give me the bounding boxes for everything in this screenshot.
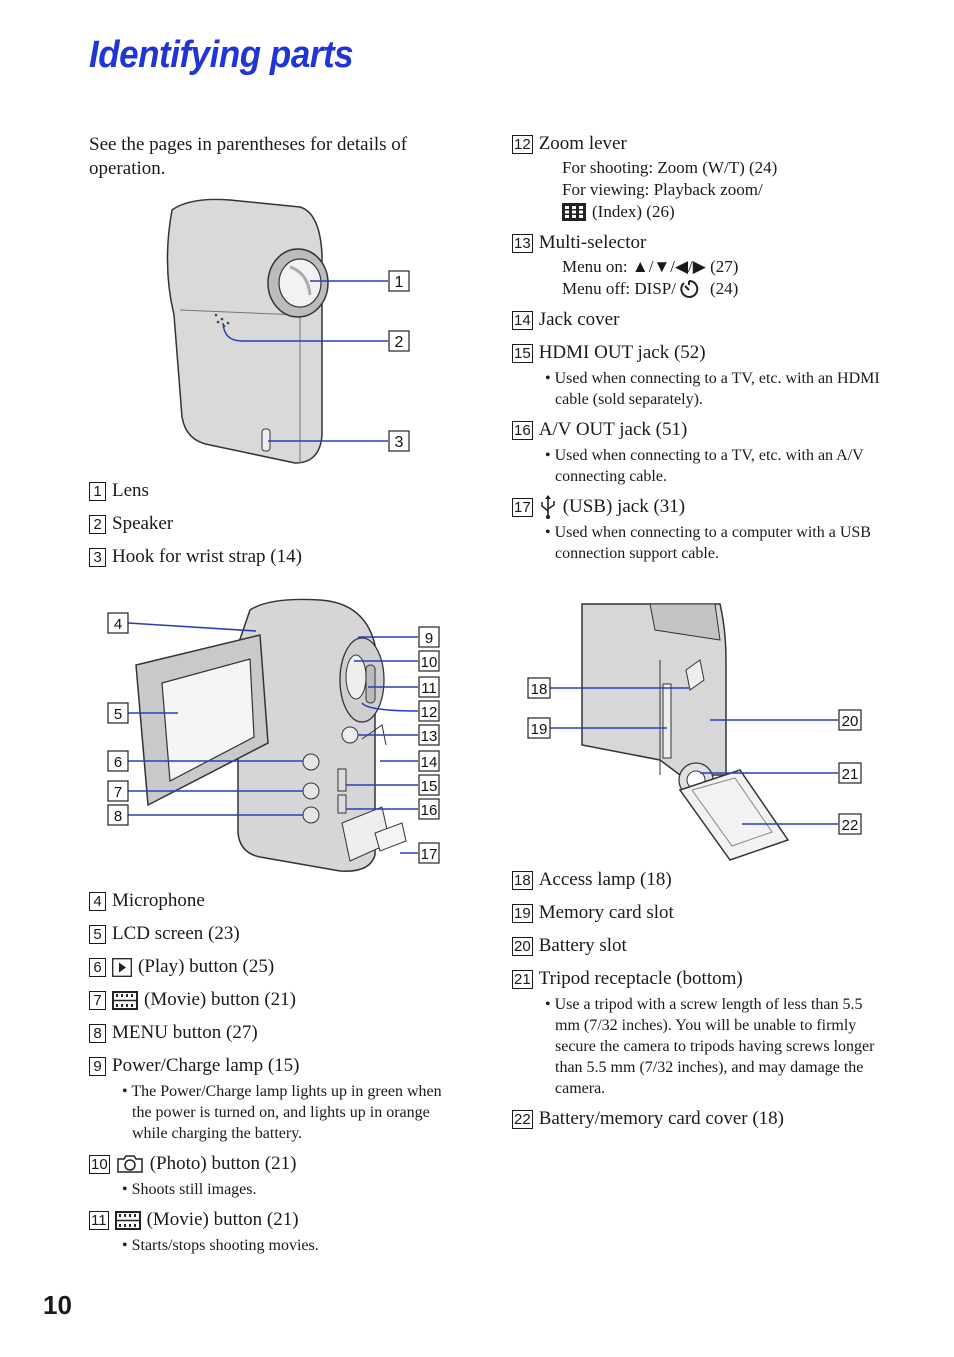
- callout-4: 4: [114, 616, 122, 633]
- callout-8: 8: [114, 808, 122, 825]
- callout-14: 14: [421, 754, 438, 771]
- av-note: • Used when connecting to a TV, etc. wit…: [545, 447, 864, 485]
- hdmi-note: • Used when connecting to a TV, etc. wit…: [545, 370, 880, 408]
- movie-icon: [114, 1210, 141, 1230]
- tripod-note: • Use a tripod with a screw length of le…: [545, 996, 875, 1097]
- movie-note: • Starts/stops shooting movies.: [122, 1237, 319, 1254]
- callout-12: 12: [421, 704, 438, 721]
- callout-2: 2: [395, 334, 404, 351]
- camera-icon: [116, 1155, 143, 1173]
- usb-icon: [540, 495, 555, 519]
- index-icon: [562, 203, 586, 221]
- camera-back-figure: 4 5 6 7 8 9 10 11 12 13 14 15 16 17: [107, 598, 440, 872]
- callout-16: 16: [421, 802, 438, 819]
- callout-20: 20: [842, 713, 859, 730]
- callout-7: 7: [114, 784, 122, 801]
- callout-15: 15: [421, 778, 438, 795]
- play-icon: [112, 957, 132, 977]
- camera-bottom-figure: 18 19 20 21 22: [527, 603, 862, 861]
- list-item: 7 (Movie) button (21): [89, 987, 459, 1013]
- callout-9: 9: [425, 630, 433, 647]
- callout-11: 11: [421, 680, 437, 697]
- list-item: 6 (Play) button (25): [89, 954, 459, 980]
- usb-note: • Used when connecting to a computer wit…: [545, 524, 871, 562]
- list-item: 17 (USB) jack (31): [512, 494, 887, 520]
- callout-13: 13: [421, 728, 438, 745]
- intro-text: See the pages in parentheses for details…: [89, 134, 408, 179]
- camera-front-figure: 1 2 3: [166, 198, 410, 464]
- page-title: Identifying parts: [89, 34, 354, 76]
- callout-17: 17: [421, 846, 438, 863]
- list-item: 10 (Photo) button (21): [89, 1153, 297, 1174]
- page-number: 10: [43, 1290, 72, 1320]
- callout-1: 1: [395, 274, 404, 291]
- movie-icon: [112, 990, 138, 1010]
- callout-21: 21: [842, 766, 859, 783]
- callout-22: 22: [842, 817, 859, 834]
- callout-6: 6: [114, 754, 122, 771]
- callout-10: 10: [421, 654, 438, 671]
- power-note: • The Power/Charge lamp lights up in gre…: [122, 1083, 442, 1142]
- callout-18: 18: [531, 681, 548, 698]
- callout-5: 5: [114, 706, 122, 723]
- callout-19: 19: [531, 721, 548, 738]
- photo-note: • Shoots still images.: [122, 1181, 257, 1198]
- callout-3: 3: [395, 434, 404, 451]
- list-item: 11 (Movie) button (21): [89, 1209, 299, 1230]
- self-timer-icon: [680, 279, 699, 298]
